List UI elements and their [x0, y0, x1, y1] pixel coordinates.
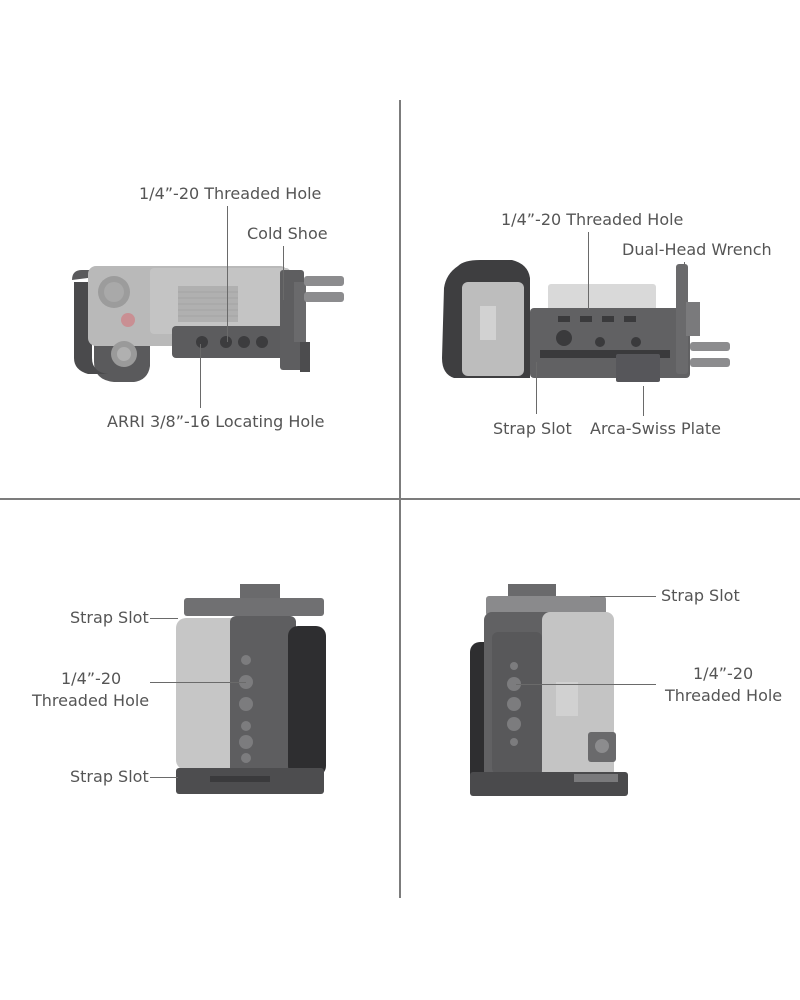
leader-threaded-hole: [516, 684, 656, 685]
label-cold-shoe: Cold Shoe: [247, 224, 328, 243]
cage-left-side-image: [176, 584, 326, 794]
leader-strap-slot-bottom: [150, 777, 178, 778]
leader-strap-slot-top: [150, 618, 178, 619]
label-threaded-line2: Threaded Hole: [665, 686, 783, 705]
leader-wrench: [684, 262, 685, 306]
cage-bottom-view-image: [442, 260, 730, 382]
label-arca-plate: Arca-Swiss Plate: [590, 419, 722, 438]
cage-top-view-image: [72, 266, 344, 382]
label-threaded-hole: 1/4”-20 Threaded Hole: [501, 210, 684, 229]
leader-threaded-hole: [588, 232, 589, 310]
leader-strap-slot: [536, 362, 537, 414]
leader-threaded-hole: [227, 206, 228, 342]
label-arri-hole: ARRI 3/8”-16 Locating Hole: [107, 412, 325, 431]
label-strap-slot-top: Strap Slot: [70, 608, 149, 627]
label-threaded-hole: 1/4”-20 Threaded Hole: [139, 184, 322, 203]
label-strap-slot: Strap Slot: [493, 419, 572, 438]
label-threaded-line1: 1/4”-20: [61, 669, 122, 688]
label-threaded-line2: Threaded Hole: [32, 691, 150, 710]
cage-right-side-image: [470, 584, 628, 796]
label-strap-slot: Strap Slot: [661, 586, 740, 605]
vertical-divider-bottom: [399, 500, 401, 898]
label-threaded-line1: 1/4”-20: [693, 664, 754, 683]
leader-arca-plate: [643, 386, 644, 416]
horizontal-divider: [0, 498, 800, 500]
label-strap-slot-bottom: Strap Slot: [70, 767, 149, 786]
leader-strap-slot: [590, 596, 656, 597]
vertical-divider-top: [399, 100, 401, 498]
label-wrench: Dual-Head Wrench: [622, 240, 772, 259]
leader-threaded-hole: [150, 682, 246, 683]
leader-cold-shoe: [283, 246, 284, 300]
leader-arri-hole: [200, 344, 201, 408]
